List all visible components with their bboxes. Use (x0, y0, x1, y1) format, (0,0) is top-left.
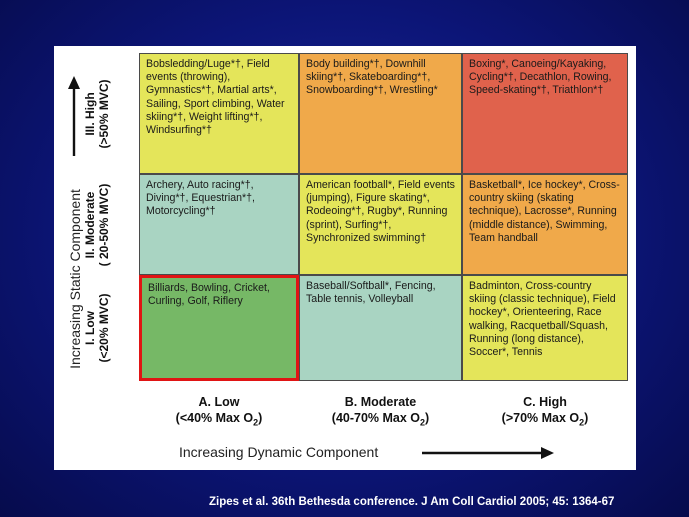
column-range: (40-70% Max O2) (331, 411, 430, 428)
x-axis-arrow-icon (422, 447, 554, 459)
row-label-low: I. Low (<20% MVC) (83, 268, 113, 388)
classification-panel: Bobsledding/Luge*†, Field events (throwi… (54, 46, 636, 470)
column-range: (<40% Max O2) (175, 411, 263, 428)
cell-high-static-high-dynamic: Boxing*, Canoeing/Kayaking, Cycling*†, D… (462, 53, 628, 174)
cell-high-static-moderate-dynamic: Body building*†, Downhill skiing*†, Skat… (299, 53, 462, 174)
cell-moderate-static-low-dynamic: Archery, Auto racing*†, Diving*†, Equest… (139, 174, 299, 275)
row-range: (>50% MVC) (97, 79, 111, 149)
column-range: (>70% Max O2) (501, 411, 589, 428)
column-label-moderate: B. Moderate (40-70% Max O2) (299, 394, 462, 431)
cell-moderate-static-high-dynamic: Basketball*, Ice hockey*, Cross-country … (462, 174, 628, 275)
cell-low-static-high-dynamic: Badminton, Cross-country skiing (classic… (462, 275, 628, 381)
column-label-low: A. Low (<40% Max O2) (139, 394, 299, 431)
cell-high-static-low-dynamic: Bobsledding/Luge*†, Field events (throwi… (139, 53, 299, 174)
row-label-moderate: II. Moderate ( 20-50% MVC) (83, 165, 113, 285)
cell-low-static-low-dynamic: Billiards, Bowling, Cricket, Curling, Go… (139, 275, 299, 381)
row-name: III. High (83, 92, 97, 136)
column-name: C. High (523, 395, 567, 409)
x-axis-title: Increasing Dynamic Component (179, 444, 379, 460)
y-axis-title: Increasing Static Component (67, 189, 83, 369)
row-name: II. Moderate (83, 191, 97, 259)
column-name: A. Low (198, 395, 240, 409)
y-axis-arrow-icon (68, 76, 80, 156)
citation-text: Zipes et al. 36th Bethesda conference. J… (209, 496, 615, 508)
column-label-high: C. High (>70% Max O2) (462, 394, 628, 431)
column-name: B. Moderate (344, 395, 417, 409)
cell-moderate-static-moderate-dynamic: American football*, Field events (jumpin… (299, 174, 462, 275)
cell-low-static-moderate-dynamic: Baseball/Softball*, Fencing, Table tenni… (299, 275, 462, 381)
row-range: ( 20-50% MVC) (97, 183, 111, 267)
row-label-high: III. High (>50% MVC) (83, 54, 113, 174)
sports-classification-grid: Bobsledding/Luge*†, Field events (throwi… (54, 46, 636, 470)
row-name: I. Low (83, 311, 97, 345)
row-range: (<20% MVC) (97, 293, 111, 363)
